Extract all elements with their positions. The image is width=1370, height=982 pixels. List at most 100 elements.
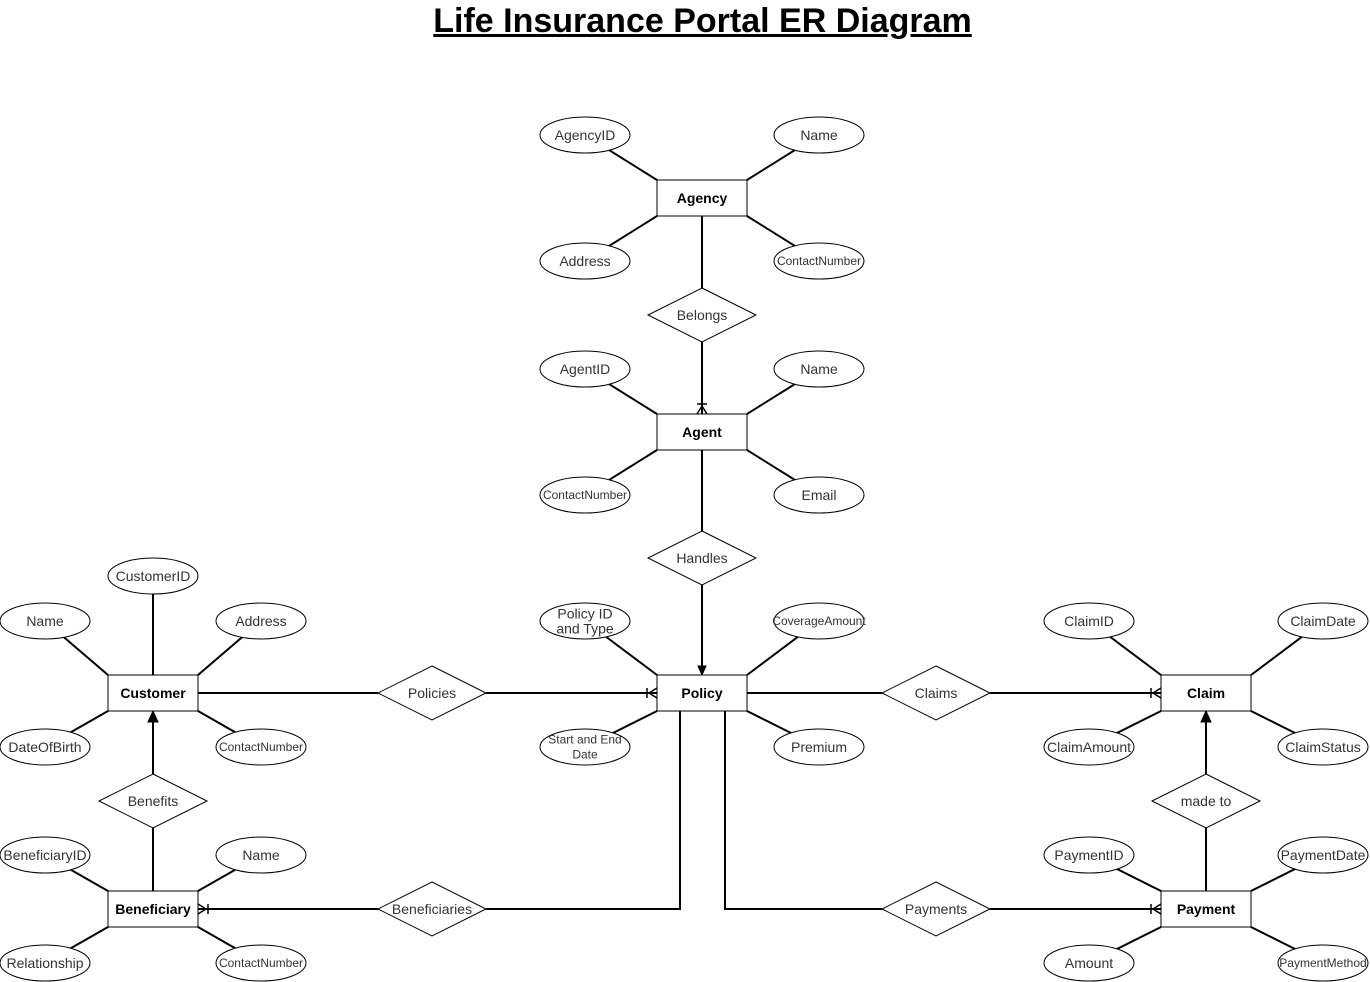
attribute-ellipse: [0, 728, 91, 766]
relationship-diamond: [880, 665, 992, 721]
entity-payment[interactable]: Payment: [1160, 890, 1252, 928]
attribute-label-payment-amount: Amount: [1065, 955, 1113, 971]
attribute-claim-status[interactable]: ClaimStatus: [1277, 728, 1369, 766]
attribute-ellipse: [1277, 728, 1369, 766]
attribute-customer-address[interactable]: Address: [215, 602, 307, 640]
attribute-ellipse: [1277, 836, 1369, 874]
entity-claim[interactable]: Claim: [1160, 674, 1252, 712]
attribute-agent-name[interactable]: Name: [773, 350, 865, 388]
relationship-diamond: [376, 881, 488, 937]
attribute-label-customer-name: Name: [26, 613, 64, 629]
relationship-beneficiaries[interactable]: Beneficiaries: [376, 881, 488, 937]
attribute-payment-method[interactable]: PaymentMethod: [1277, 944, 1369, 982]
attribute-policy-coverage[interactable]: CoverageAmount: [772, 602, 866, 640]
attribute-label-agency-id: AgencyID: [555, 127, 616, 143]
attribute-label-agent-id: AgentID: [560, 361, 611, 377]
entity-label-policy: Policy: [681, 685, 722, 701]
attribute-label-payment-id: PaymentID: [1054, 847, 1123, 863]
attribute-ellipse: [539, 602, 631, 640]
attribute-customer-name[interactable]: Name: [0, 602, 91, 640]
relationship-diamond: [376, 665, 488, 721]
attribute-label-payment-date: PaymentDate: [1281, 847, 1366, 863]
attribute-ellipse: [1043, 728, 1135, 766]
attribute-payment-amount[interactable]: Amount: [1043, 944, 1135, 982]
attribute-claim-id[interactable]: ClaimID: [1043, 602, 1135, 640]
relationship-benefits[interactable]: Benefits: [97, 773, 209, 829]
attribute-ellipse: [773, 116, 865, 154]
entity-policy[interactable]: Policy: [656, 674, 748, 712]
attribute-label-claim-date: ClaimDate: [1290, 613, 1356, 629]
attribute-ellipse: [539, 242, 631, 280]
attribute-agency-contact[interactable]: ContactNumber: [773, 242, 865, 280]
attribute-payment-date[interactable]: PaymentDate: [1277, 836, 1369, 874]
relationship-payments[interactable]: Payments: [880, 881, 992, 937]
attribute-label-customer-contact: ContactNumber: [219, 740, 303, 754]
attribute-agency-id[interactable]: AgencyID: [539, 116, 631, 154]
arrow-claim-icon: [1200, 709, 1212, 723]
entity-label-beneficiary: Beneficiary: [115, 901, 191, 917]
entity-label-claim: Claim: [1187, 685, 1225, 701]
attribute-ellipse: [215, 944, 307, 982]
attribute-label-agent-name: Name: [800, 361, 838, 377]
relationship-claims[interactable]: Claims: [880, 665, 992, 721]
entity-customer[interactable]: Customer: [107, 674, 199, 712]
relationship-label-payments: Payments: [905, 901, 967, 917]
entity-box: [656, 179, 748, 217]
attribute-beneficiary-relationship[interactable]: Relationship: [0, 944, 91, 982]
attribute-ellipse: [773, 476, 865, 514]
diagram-title: Life Insurance Portal ER Diagram: [433, 2, 972, 40]
attribute-ellipse: [773, 242, 865, 280]
entity-label-agent: Agent: [682, 424, 722, 440]
relationship-label-benefits: Benefits: [128, 793, 179, 809]
attribute-agency-address[interactable]: Address: [539, 242, 631, 280]
entity-beneficiary[interactable]: Beneficiary: [107, 890, 199, 928]
attribute-label-customer-address: Address: [235, 613, 286, 629]
attribute-ellipse: [1043, 944, 1135, 982]
entity-box: [1160, 890, 1252, 928]
attribute-payment-id[interactable]: PaymentID: [1043, 836, 1135, 874]
relationship-policies[interactable]: Policies: [376, 665, 488, 721]
attribute-agency-name[interactable]: Name: [773, 116, 865, 154]
attribute-ellipse: [0, 944, 91, 982]
attribute-ellipse: [1043, 836, 1135, 874]
attribute-ellipse: [539, 476, 631, 514]
attribute-label-policy-dates-line: Start and End: [548, 733, 621, 747]
attribute-customer-id[interactable]: CustomerID: [107, 557, 199, 595]
attribute-ellipse: [773, 350, 865, 388]
attribute-beneficiary-contact[interactable]: ContactNumber: [215, 944, 307, 982]
attribute-agent-id[interactable]: AgentID: [539, 350, 631, 388]
crowfoot-claim-icon: [1150, 687, 1162, 699]
relationship-belongs[interactable]: Belongs: [646, 287, 758, 343]
arrow-policy-from-handles-icon: [697, 665, 707, 677]
attribute-ellipse: [539, 116, 631, 154]
crowfoot-policy-icon: [646, 687, 658, 699]
entity-agent[interactable]: Agent: [656, 413, 748, 451]
relationship-diamond: [646, 287, 758, 343]
attribute-policy-premium[interactable]: Premium: [773, 728, 865, 766]
entity-box: [656, 413, 748, 451]
attribute-ellipse: [539, 350, 631, 388]
attribute-beneficiary-id[interactable]: BeneficiaryID: [0, 836, 91, 874]
attribute-claim-amount[interactable]: ClaimAmount: [1043, 728, 1135, 766]
relationship-made-to[interactable]: made to: [1150, 773, 1262, 829]
crowfoot-payment-icon: [1150, 903, 1162, 915]
attribute-customer-contact[interactable]: ContactNumber: [215, 728, 307, 766]
relationship-diamond: [1150, 773, 1262, 829]
entity-box: [107, 674, 199, 712]
attribute-customer-dob[interactable]: DateOfBirth: [0, 728, 91, 766]
relationship-handles[interactable]: Handles: [646, 530, 758, 586]
attribute-agent-email[interactable]: Email: [773, 476, 865, 514]
attribute-beneficiary-name[interactable]: Name: [215, 836, 307, 874]
attribute-ellipse: [1043, 602, 1135, 640]
attribute-agent-contact[interactable]: ContactNumber: [539, 476, 631, 514]
attribute-claim-date[interactable]: ClaimDate: [1277, 602, 1369, 640]
entity-box: [656, 674, 748, 712]
entity-agency[interactable]: Agency: [656, 179, 748, 217]
relationship-label-made-to: made to: [1181, 793, 1232, 809]
entity-box: [107, 890, 199, 928]
crowfoot-beneficiary-icon: [197, 903, 209, 915]
